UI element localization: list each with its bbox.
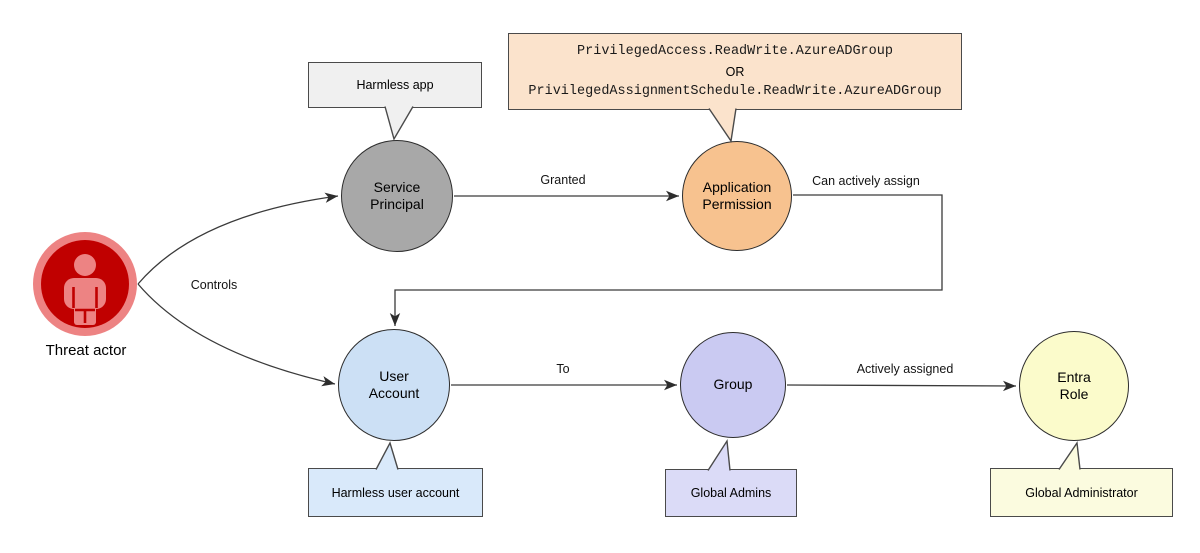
callout-global-administrator-text: Global Administrator: [1025, 485, 1138, 500]
edge-controls-to-user-account: [137, 283, 336, 387]
node-application-permission-label: Application Permission: [702, 178, 772, 212]
edge-can-actively-assign: [389, 194, 943, 326]
edge-actively-assigned: [786, 380, 1017, 392]
permission-or-separator: OR: [725, 64, 745, 79]
threat-actor-node: [32, 231, 138, 337]
edge-label-to: To: [556, 362, 570, 376]
node-service-principal: Service Principal: [341, 140, 453, 252]
tail-permission-names: [708, 108, 737, 143]
edge-label-actively-assigned: Actively assigned: [856, 362, 954, 376]
threat-actor-icon: [33, 232, 137, 336]
edge-label-can-actively-assign: Can actively assign: [812, 174, 920, 188]
threat-actor-label: Threat actor: [45, 342, 127, 359]
node-entra-role: Entra Role: [1019, 331, 1129, 441]
tail-global-administrator: [1058, 441, 1081, 470]
node-user-account-label: User Account: [368, 367, 420, 401]
callout-permission-names: PrivilegedAccess.ReadWrite.AzureADGroup …: [508, 33, 962, 110]
tail-global-admins: [707, 438, 731, 471]
callout-harmless-user-account-text: Harmless user account: [331, 485, 460, 500]
permission-line-2: PrivilegedAssignmentSchedule.ReadWrite.A…: [528, 83, 942, 99]
callout-harmless-app: Harmless app: [308, 62, 482, 108]
edge-label-granted: Granted: [540, 173, 586, 187]
tail-harmless-app: [384, 106, 414, 141]
callout-harmless-user-account: Harmless user account: [308, 468, 483, 517]
permission-line-1: PrivilegedAccess.ReadWrite.AzureADGroup: [577, 43, 893, 59]
callout-global-admins: Global Admins: [665, 469, 797, 517]
node-user-account: User Account: [338, 329, 450, 441]
callout-global-admins-text: Global Admins: [690, 486, 772, 500]
node-application-permission: Application Permission: [682, 141, 792, 251]
callout-global-administrator: Global Administrator: [990, 468, 1173, 517]
edge-controls-to-service-principal: [137, 192, 339, 285]
node-group: Group: [680, 332, 786, 438]
callout-harmless-app-text: Harmless app: [356, 78, 434, 92]
tail-harmless-user-account: [375, 441, 399, 470]
node-group-label: Group: [713, 376, 753, 393]
node-entra-role-label: Entra Role: [1057, 368, 1091, 402]
edge-label-controls: Controls: [190, 278, 238, 292]
node-service-principal-label: Service Principal: [370, 178, 424, 212]
